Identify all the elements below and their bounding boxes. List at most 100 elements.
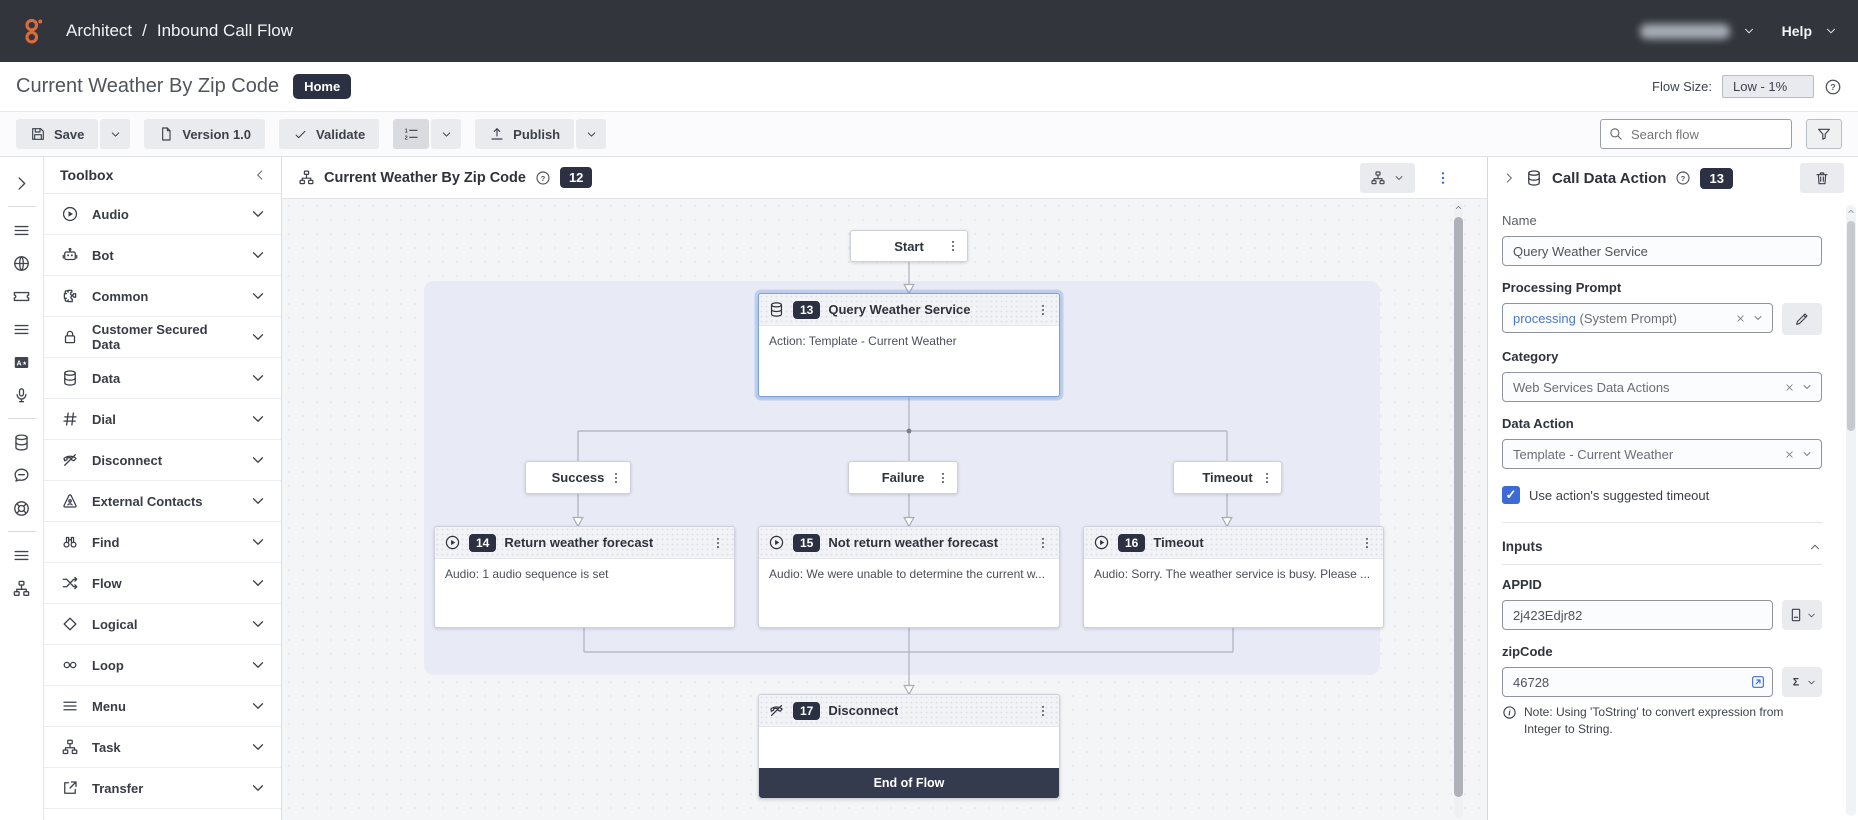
panel-collapse-icon[interactable] — [1502, 171, 1516, 185]
strip-item[interactable] — [0, 492, 44, 539]
chevron-down-icon[interactable] — [249, 492, 267, 510]
genesys-logo-icon[interactable] — [20, 16, 50, 46]
checkbox-checked-icon[interactable]: ✓ — [1502, 486, 1520, 504]
kebab-icon[interactable] — [1260, 471, 1274, 485]
category-combobox[interactable]: Web Services Data Actions — [1502, 372, 1822, 402]
help-circle-icon[interactable]: ? — [535, 170, 551, 186]
edit-prompt-button[interactable] — [1782, 303, 1822, 335]
filter-button[interactable] — [1806, 119, 1842, 149]
canvas-menu-kebab-icon[interactable] — [1435, 170, 1451, 186]
chevron-up-icon[interactable] — [1808, 540, 1822, 554]
toolbox-item-transfer[interactable]: Transfer — [44, 768, 281, 809]
chevron-down-icon[interactable] — [249, 451, 267, 469]
help-menu[interactable]: Help — [1781, 23, 1812, 39]
chevron-down-icon[interactable] — [1801, 381, 1813, 393]
kebab-icon[interactable] — [1036, 704, 1050, 718]
kebab-icon[interactable] — [1036, 303, 1050, 317]
processing-prompt-combobox[interactable]: processing (System Prompt) — [1502, 303, 1773, 333]
panel-scrollbar-thumb[interactable] — [1847, 221, 1855, 431]
save-dropdown-button[interactable] — [100, 119, 131, 149]
strip-item[interactable] — [0, 459, 44, 492]
chevron-down-icon[interactable] — [1824, 24, 1838, 38]
kebab-icon[interactable] — [1360, 536, 1374, 550]
chevron-up-icon[interactable] — [1454, 203, 1463, 212]
toolbox-item-flow[interactable]: Flow — [44, 563, 281, 604]
node-timeout[interactable]: 16 Timeout Audio: Sorry. The weather ser… — [1083, 526, 1384, 628]
help-circle-icon[interactable]: ? — [1675, 170, 1691, 186]
toolbox-item-data[interactable]: Data — [44, 358, 281, 399]
suggested-timeout-checkbox-row[interactable]: ✓ Use action's suggested timeout — [1502, 486, 1822, 504]
appid-field[interactable] — [1502, 600, 1773, 630]
branch-timeout[interactable]: Timeout — [1173, 461, 1282, 494]
branch-failure[interactable]: Failure — [848, 461, 958, 494]
strip-item[interactable] — [0, 313, 44, 346]
name-field[interactable] — [1502, 236, 1822, 266]
delete-node-button[interactable] — [1800, 163, 1844, 193]
toolbox-item-find[interactable]: Find — [44, 522, 281, 563]
publish-dropdown-button[interactable] — [576, 119, 607, 149]
chevron-down-icon[interactable] — [249, 205, 267, 223]
clear-x-icon[interactable] — [1735, 313, 1746, 324]
strip-item[interactable] — [0, 572, 44, 605]
toolbox-item-disconnect[interactable]: Disconnect — [44, 440, 281, 481]
chevron-down-icon[interactable] — [249, 779, 267, 797]
strip-item[interactable] — [0, 379, 44, 426]
strip-item[interactable] — [0, 247, 44, 280]
chevron-down-icon[interactable] — [249, 574, 267, 592]
validate-button[interactable]: Validate — [279, 119, 380, 149]
chevron-down-icon[interactable] — [249, 533, 267, 551]
strip-item[interactable] — [0, 539, 44, 572]
flow-canvas[interactable]: Start 13 Query Weather Service Action: T… — [282, 199, 1487, 820]
chevron-down-icon[interactable] — [1742, 24, 1756, 38]
toolbox-item-audio[interactable]: Audio — [44, 194, 281, 235]
canvas-scrollbar-thumb[interactable] — [1454, 217, 1463, 797]
strip-item[interactable] — [0, 280, 44, 313]
help-circle-icon[interactable]: ? — [1824, 78, 1842, 96]
strip-item[interactable] — [0, 426, 44, 459]
chevron-down-icon[interactable] — [1752, 312, 1764, 324]
node-query-weather-service[interactable]: 13 Query Weather Service Action: Templat… — [758, 293, 1060, 397]
clear-x-icon[interactable] — [1784, 449, 1795, 460]
expression-icon[interactable] — [1750, 674, 1766, 690]
clear-x-icon[interactable] — [1784, 382, 1795, 393]
start-node[interactable]: Start — [850, 230, 968, 262]
toc-dropdown-button[interactable] — [431, 119, 462, 149]
strip-item[interactable] — [0, 214, 44, 247]
toolbox-item-bot[interactable]: Bot — [44, 235, 281, 276]
branch-success[interactable]: Success — [525, 461, 631, 494]
chevron-down-icon[interactable] — [249, 328, 267, 346]
toolbox-item-external-contacts[interactable]: External Contacts — [44, 481, 281, 522]
node-not-return-weather-forecast[interactable]: 15 Not return weather forecast Audio: We… — [758, 526, 1060, 628]
layout-dropdown-button[interactable] — [1360, 162, 1415, 193]
chevron-down-icon[interactable] — [249, 410, 267, 428]
chevron-down-icon[interactable] — [249, 287, 267, 305]
breadcrumb-product[interactable]: Architect — [66, 21, 133, 40]
chevron-down-icon[interactable] — [249, 615, 267, 633]
canvas-scrollbar[interactable] — [1454, 201, 1463, 818]
kebab-icon[interactable] — [1036, 536, 1050, 550]
data-action-combobox[interactable]: Template - Current Weather — [1502, 439, 1822, 469]
search-input[interactable] — [1600, 119, 1792, 149]
version-button[interactable]: Version 1.0 — [144, 119, 266, 149]
chevron-down-icon[interactable] — [249, 738, 267, 756]
toolbox-item-loop[interactable]: Loop — [44, 645, 281, 686]
inputs-section-header[interactable]: Inputs — [1502, 539, 1822, 554]
strip-item[interactable] — [0, 167, 44, 214]
toolbox-item-common[interactable]: Common — [44, 276, 281, 317]
zipcode-type-button[interactable]: Σ — [1782, 667, 1822, 697]
toolbox-item-task[interactable]: Task — [44, 727, 281, 768]
publish-button[interactable]: Publish — [475, 119, 575, 149]
chevron-down-icon[interactable] — [1801, 448, 1813, 460]
toolbox-collapse-icon[interactable] — [253, 168, 267, 182]
node-return-weather-forecast[interactable]: 14 Return weather forecast Audio: 1 audi… — [434, 526, 735, 628]
chevron-down-icon[interactable] — [249, 246, 267, 264]
kebab-icon[interactable] — [711, 536, 725, 550]
appid-type-button[interactable] — [1782, 600, 1822, 630]
kebab-icon[interactable] — [946, 239, 960, 253]
toolbox-item-menu[interactable]: Menu — [44, 686, 281, 727]
chevron-down-icon[interactable] — [249, 697, 267, 715]
chevron-down-icon[interactable] — [249, 369, 267, 387]
toolbox-item-customer-secured-data[interactable]: Customer Secured Data — [44, 317, 281, 358]
kebab-icon[interactable] — [936, 471, 950, 485]
zipcode-field[interactable] — [1502, 667, 1773, 697]
